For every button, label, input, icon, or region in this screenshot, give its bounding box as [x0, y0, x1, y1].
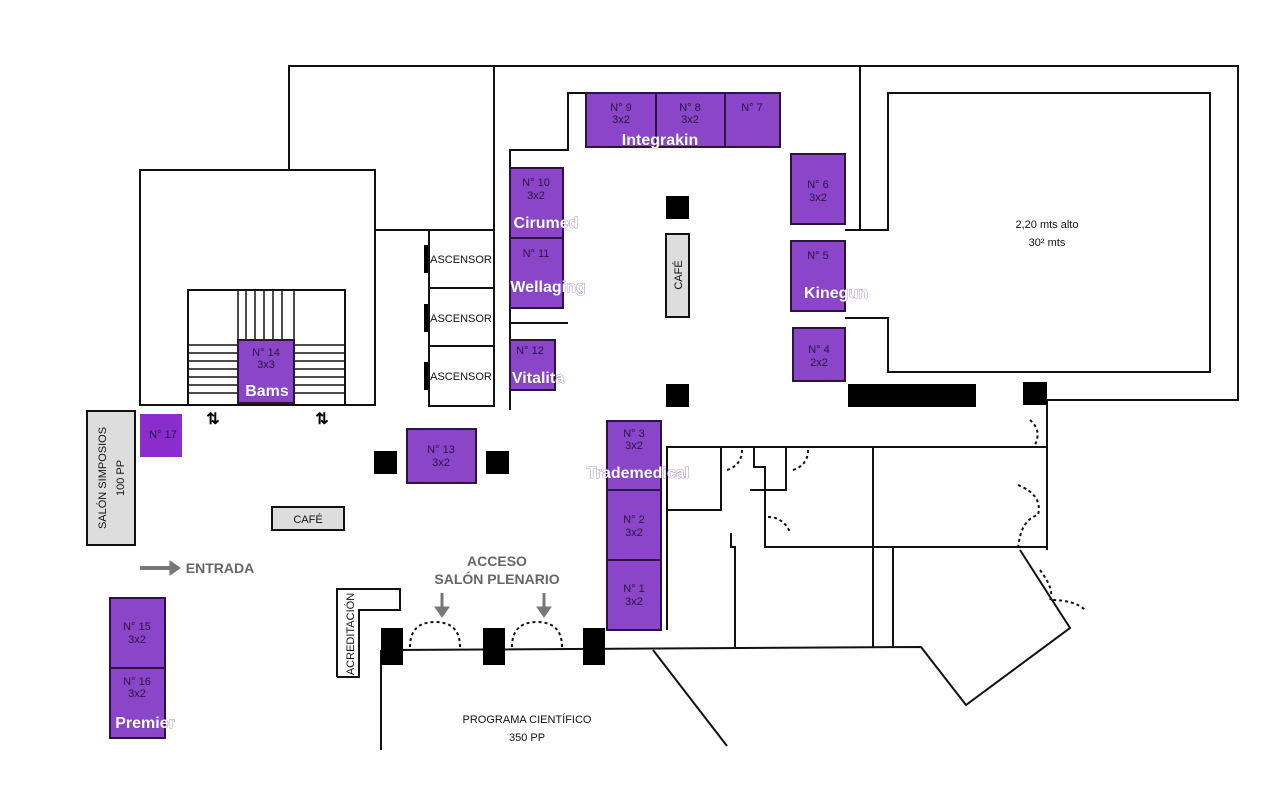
room-height: 2,20 mts alto [1016, 219, 1079, 231]
booth-12[interactable]: N° 12 Vitalita [509, 339, 564, 391]
cafe-label: CAFÉ [293, 513, 322, 526]
booth-11[interactable]: N° 11 Wellaging [509, 237, 586, 309]
booth-size: 3x2 [612, 114, 630, 126]
booth-7[interactable]: N° 7 [724, 92, 781, 148]
entrada-label: ENTRADA [186, 560, 254, 576]
exhibitor-kinegun: Kinegun [804, 285, 868, 302]
booth-size: 3x2 [681, 114, 699, 126]
booth-number: N° 12 [516, 345, 544, 357]
salon-simposios [86, 410, 136, 546]
booth-size: 3x2 [128, 688, 146, 700]
cafe-area [271, 506, 345, 531]
acreditacion-label: ACREDITACIÓN [344, 593, 357, 675]
booth-size: 3x2 [432, 457, 450, 469]
acceso-label: SALÓN PLENARIO [434, 570, 559, 587]
booth-number: N° 4 [808, 344, 830, 356]
booth-number: N° 3 [623, 428, 645, 440]
booth-size: 3x2 [625, 440, 643, 452]
booth-number: N° 6 [807, 179, 829, 191]
booth-number: N° 17 [149, 429, 177, 441]
down-arrow-icon [536, 593, 552, 618]
down-arrow-icon [434, 593, 450, 618]
booth-size: 3x2 [527, 190, 545, 202]
up-down-arrows-icon: ⇅ [315, 411, 328, 428]
stairs [188, 290, 345, 403]
exhibitor-bams: Bams [245, 383, 289, 400]
entrada-arrow-icon [140, 560, 181, 576]
room-area: 30² mts [1029, 237, 1066, 249]
salon-simposios-capacity: 100 PP [115, 460, 127, 496]
booth-number: N° 9 [610, 102, 632, 114]
pillars [374, 196, 1047, 665]
walls [139, 65, 1239, 750]
exhibitor-wellaging: Wellaging [510, 279, 585, 296]
elevator-label: ASCENSOR [430, 313, 492, 325]
booth-size: 3x3 [257, 359, 275, 371]
booth-number: N° 15 [123, 621, 151, 633]
salon-simposios-label: SALÓN SIMPOSIOS [96, 427, 109, 529]
booth-number: N° 11 [523, 248, 550, 260]
exhibitor-premier: Premier [115, 715, 175, 732]
cafe-area [665, 233, 690, 318]
booth-17[interactable]: N° 17 [140, 414, 182, 457]
booth-number: N° 14 [252, 347, 280, 359]
exhibitor-integrakin: Integrakin [622, 132, 698, 149]
programa-label: PROGRAMA CIENTÍFICO [463, 713, 592, 726]
elevator-label: ASCENSOR [430, 254, 492, 266]
booth-number: N° 7 [741, 102, 763, 114]
booth-size: 3x2 [625, 596, 643, 608]
up-down-arrows-icon: ⇅ [206, 411, 219, 428]
booth-number: N° 5 [807, 250, 829, 262]
booth-number: N° 13 [427, 444, 455, 456]
booth-size: 3x2 [625, 527, 643, 539]
booth-number: N° 1 [623, 583, 645, 595]
booth-number: N° 16 [123, 676, 151, 688]
booth-number: N° 2 [623, 514, 645, 526]
exhibitor-vitalita: Vitalita [512, 370, 564, 387]
booth-5[interactable]: N° 5 Kinegun [790, 240, 868, 312]
elevator-label: ASCENSOR [430, 371, 492, 383]
booth-number: N° 10 [522, 177, 550, 189]
booth-number: N° 8 [679, 102, 701, 114]
elevators: ASCENSOR ASCENSOR ASCENSOR [428, 229, 495, 407]
cafe-label: CAFÉ [672, 260, 685, 289]
acceso-label: ACCESO [467, 553, 527, 569]
programa-capacity: 350 PP [509, 732, 545, 744]
booth-size: 3x2 [809, 192, 827, 204]
exhibitor-cirumed: Cirumed [514, 215, 579, 232]
exhibitor-trademedical: Trademedical [587, 465, 689, 482]
booth-size: 3x2 [128, 634, 146, 646]
booth-size: 2x2 [810, 357, 828, 369]
